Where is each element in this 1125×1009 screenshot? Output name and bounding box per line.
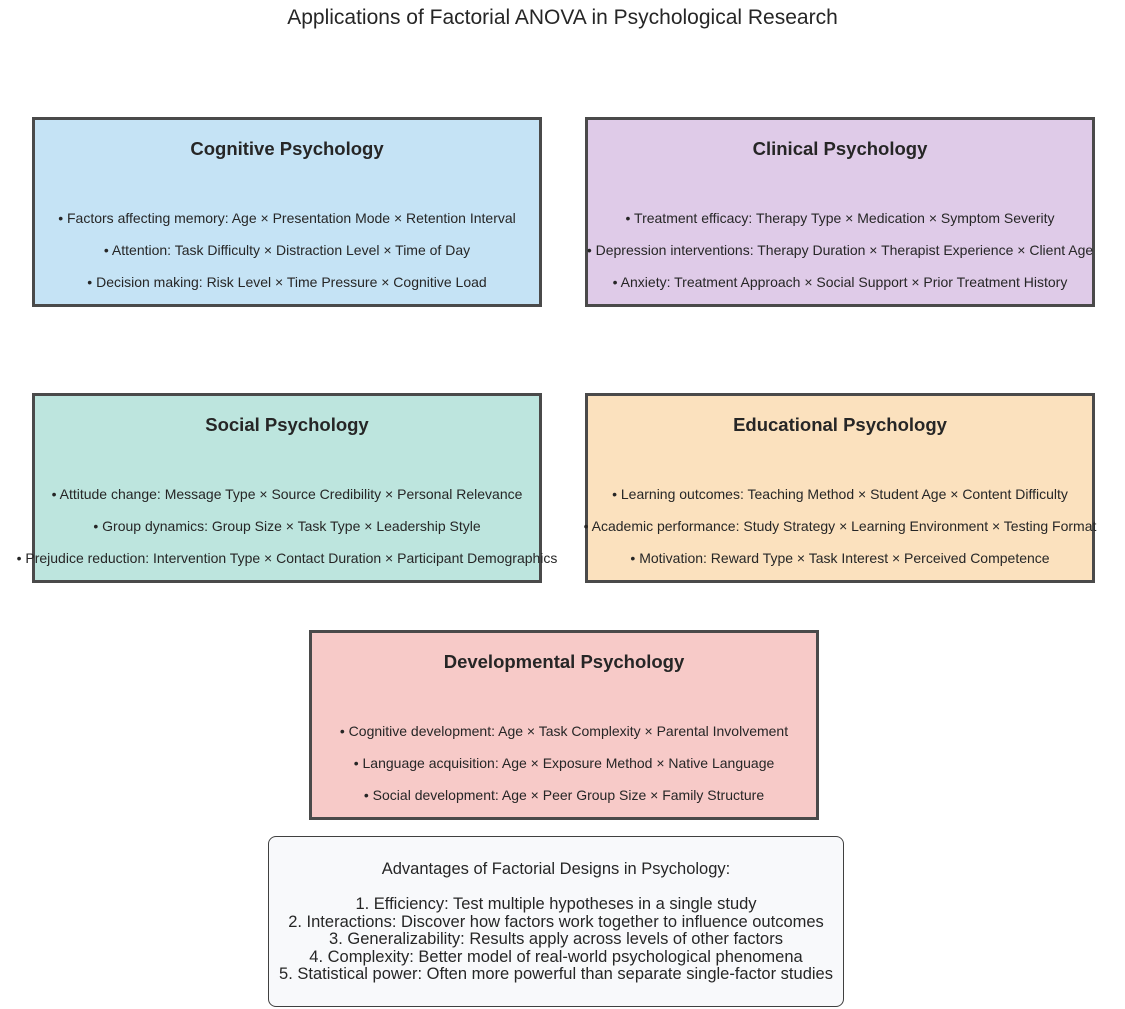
developmental-psychology-box: Developmental Psychology • Cognitive dev… — [309, 630, 819, 820]
social-psychology-box: Social Psychology • Attitude change: Mes… — [17, 393, 557, 583]
area-item: • Academic performance: Study Strategy ×… — [583, 518, 1097, 534]
cognitive-psychology-box: Cognitive Psychology • Factors affecting… — [32, 117, 542, 307]
page-title: Applications of Factorial ANOVA in Psych… — [287, 6, 838, 29]
clinical-psychology-box: Clinical Psychology • Treatment efficacy… — [585, 117, 1095, 307]
area-heading: Social Psychology — [205, 414, 369, 435]
advantages-box: Advantages of Factorial Designs in Psych… — [268, 836, 844, 1007]
area-item: • Group dynamics: Group Size × Task Type… — [93, 518, 481, 534]
educational-psychology-box: Educational Psychology • Learning outcom… — [583, 393, 1097, 583]
area-item: • Anxiety: Treatment Approach × Social S… — [612, 274, 1068, 290]
area-item: • Decision making: Risk Level × Time Pre… — [87, 274, 487, 290]
area-item: • Motivation: Reward Type × Task Interes… — [630, 550, 1050, 566]
area-item: • Learning outcomes: Teaching Method × S… — [612, 486, 1068, 502]
area-heading: Developmental Psychology — [443, 651, 685, 672]
advantage-item: 1. Efficiency: Test multiple hypotheses … — [355, 895, 757, 913]
advantages-heading: Advantages of Factorial Designs in Psych… — [381, 860, 731, 878]
area-item: • Social development: Age × Peer Group S… — [363, 787, 765, 803]
area-item: • Language acquisition: Age × Exposure M… — [353, 755, 775, 771]
area-item: • Attention: Task Difficulty × Distracti… — [103, 242, 471, 258]
area-item: • Depression interventions: Therapy Dura… — [586, 242, 1094, 258]
advantage-item: 5. Statistical power: Often more powerfu… — [279, 965, 833, 983]
area-heading: Clinical Psychology — [752, 138, 928, 159]
area-heading: Educational Psychology — [733, 414, 947, 435]
area-heading: Cognitive Psychology — [190, 138, 384, 159]
area-item: • Attitude change: Message Type × Source… — [51, 486, 523, 502]
advantages-list: 1. Efficiency: Test multiple hypotheses … — [269, 895, 843, 984]
area-item: • Prejudice reduction: Intervention Type… — [16, 550, 558, 566]
area-item: • Cognitive development: Age × Task Comp… — [339, 723, 789, 739]
advantage-item: 4. Complexity: Better model of real-worl… — [309, 947, 803, 966]
advantage-item: 2. Interactions: Discover how factors wo… — [288, 912, 824, 931]
area-item: • Factors affecting memory: Age × Presen… — [58, 210, 516, 226]
advantage-item: 3. Generalizability: Results apply acros… — [329, 930, 783, 948]
area-item: • Treatment efficacy: Therapy Type × Med… — [625, 210, 1055, 226]
